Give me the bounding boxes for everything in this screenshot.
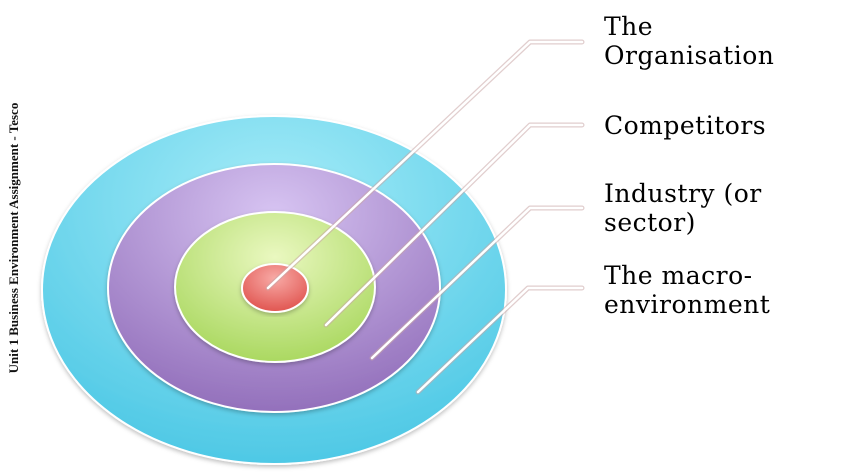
label-macro-environment: The macro- environment (604, 261, 770, 319)
label-macro-environment-line-1: The macro- (604, 261, 753, 290)
label-competitors-line-1: Competitors (604, 111, 767, 140)
core-organisation (241, 263, 309, 313)
label-organisation-line-1: The (604, 12, 654, 41)
label-industry-line-1: Industry (or (604, 179, 762, 208)
connector-industry (369, 205, 585, 361)
label-industry-line-2: sector) (604, 208, 696, 237)
label-competitors: Competitors (604, 111, 766, 140)
label-industry: Industry (or sector) (604, 179, 762, 237)
connector-organisation (265, 39, 585, 291)
label-macro-environment-line-2: environment (604, 290, 771, 319)
label-organisation-line-2: Organisation (604, 41, 775, 70)
connector-macro-environment (415, 285, 585, 395)
label-organisation: The Organisation (604, 12, 774, 70)
connector-competitors (323, 122, 585, 328)
